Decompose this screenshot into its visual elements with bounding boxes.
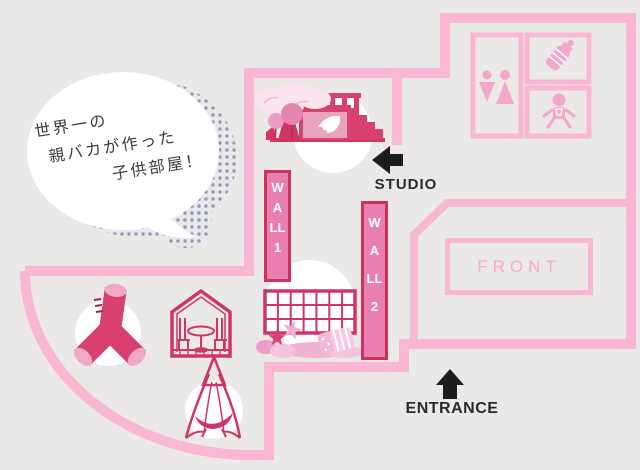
stage-steps [351, 108, 383, 140]
ball-pit-grid [263, 289, 357, 335]
wall1-bar: WALL1 [264, 170, 291, 282]
chair [214, 318, 227, 350]
star [268, 329, 286, 346]
table [187, 325, 215, 353]
front-room-wall [410, 199, 631, 340]
cradle [195, 413, 233, 429]
wing-emblem-icon [318, 115, 340, 133]
baby-bottle-icon [545, 39, 574, 71]
bubble-body [27, 72, 219, 230]
star [283, 320, 302, 340]
climbing-tube-toy [73, 283, 147, 367]
canopy-bed [184, 353, 242, 439]
playhouse [170, 288, 232, 358]
chair [177, 318, 190, 350]
studio-label: STUDIO [374, 176, 438, 193]
speech-bubble [27, 72, 237, 248]
restroom-area [470, 32, 592, 139]
baby-icon [542, 93, 576, 129]
restroom-box [470, 32, 524, 139]
arrow-up-icon [436, 369, 464, 399]
tube-ladder [93, 298, 104, 313]
baby-box [524, 85, 592, 139]
bottle-box [524, 32, 592, 85]
bubble-tail [128, 196, 197, 238]
entrance-label: ENTRANCE [405, 400, 499, 417]
cloud [254, 83, 331, 115]
striped-pillow [317, 327, 355, 355]
tree-balloons [266, 103, 303, 141]
front-label: FRONT [477, 256, 561, 276]
balls-and-pillows [256, 320, 363, 358]
studio-stage-illustration [254, 83, 385, 142]
wall2-bar: WALL2 [361, 201, 388, 360]
curved-wall [20, 270, 246, 460]
male-female-restroom-icon [479, 70, 514, 104]
arrow-left-icon [372, 146, 403, 174]
front-room-box: FRONT [445, 238, 593, 295]
room-walls [20, 13, 636, 460]
